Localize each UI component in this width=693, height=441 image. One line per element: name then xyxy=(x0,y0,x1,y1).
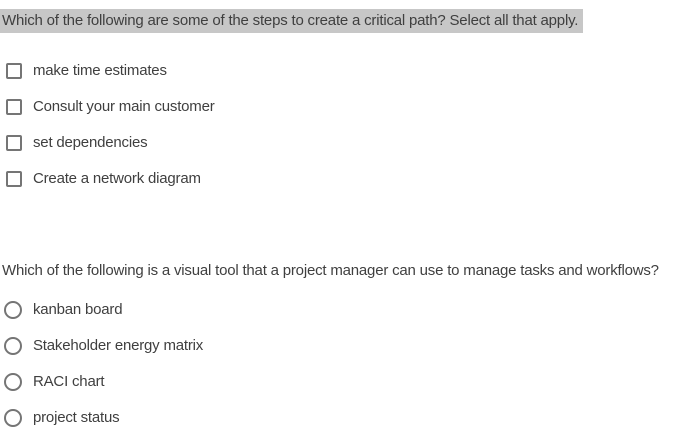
checkbox-icon[interactable] xyxy=(6,63,22,79)
checkbox-option-create-a-network-diagram[interactable]: Create a network diagram xyxy=(0,161,693,197)
checkbox-option-make-time-estimates[interactable]: make time estimates xyxy=(0,53,693,89)
option-label: Create a network diagram xyxy=(33,170,201,187)
option-label: Consult your main customer xyxy=(33,98,215,115)
option-label: Stakeholder energy matrix xyxy=(33,337,204,354)
checkbox-option-consult-your-main-customer[interactable]: Consult your main customer xyxy=(0,89,693,125)
checkbox-icon[interactable] xyxy=(6,171,22,187)
radio-option-raci-chart[interactable]: RACI chart xyxy=(0,364,693,400)
question-2: Which of the following is a visual tool … xyxy=(2,262,659,279)
checkbox-option-set-dependencies[interactable]: set dependencies xyxy=(0,125,693,161)
option-label: kanban board xyxy=(33,301,123,318)
radio-icon[interactable] xyxy=(4,337,22,355)
question-2-options: kanban board Stakeholder energy matrix R… xyxy=(0,292,693,436)
radio-icon[interactable] xyxy=(4,301,22,319)
option-label: set dependencies xyxy=(33,134,148,151)
radio-option-kanban-board[interactable]: kanban board xyxy=(0,292,693,328)
question-1: Which of the following are some of the s… xyxy=(0,9,693,33)
checkbox-icon[interactable] xyxy=(6,135,22,151)
option-label: project status xyxy=(33,409,120,426)
radio-icon[interactable] xyxy=(4,409,22,427)
option-label: make time estimates xyxy=(33,62,167,79)
question-1-text: Which of the following are some of the s… xyxy=(0,9,584,33)
option-label: RACI chart xyxy=(33,373,105,390)
radio-icon[interactable] xyxy=(4,373,22,391)
radio-option-project-status[interactable]: project status xyxy=(0,400,693,436)
checkbox-icon[interactable] xyxy=(6,99,22,115)
question-1-options: make time estimates Consult your main cu… xyxy=(0,53,693,197)
radio-option-stakeholder-energy-matrix[interactable]: Stakeholder energy matrix xyxy=(0,328,693,364)
